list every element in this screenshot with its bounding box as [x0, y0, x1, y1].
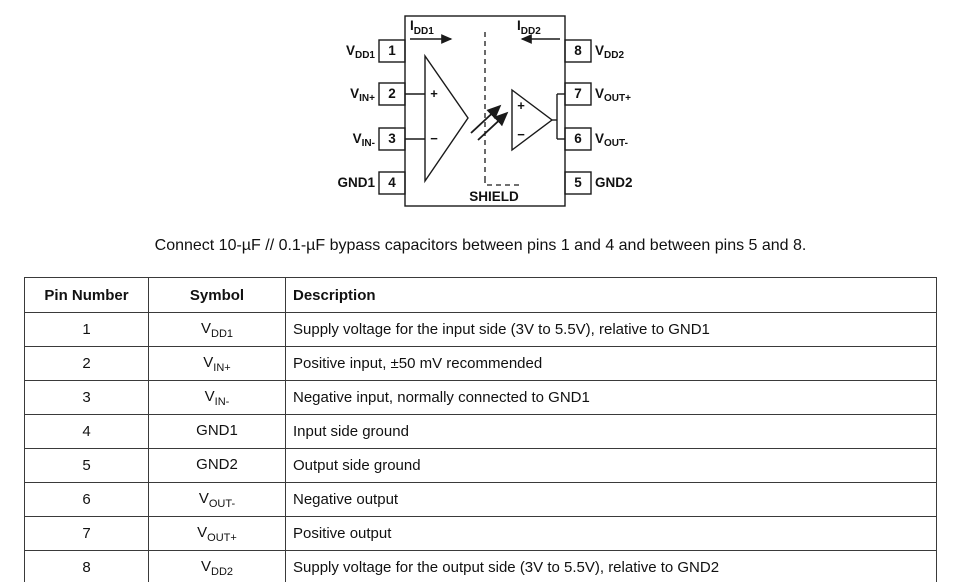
pin-6: 6 VOUT-	[564, 127, 628, 151]
pin-8: 8 VDD2	[564, 39, 624, 63]
table-header-row: Pin Number Symbol Description	[24, 277, 937, 313]
pin-5-number: 5	[574, 175, 582, 190]
pinout-diagram: IDD1 IDD2 1 VDD1 2 VIN+ 3 VIN- 4 GND1	[337, 15, 633, 207]
pin-4-label: GND1	[337, 175, 375, 190]
symbol-cell: GND2	[148, 448, 286, 483]
pin-7: 7 VOUT+	[564, 82, 631, 106]
pin-2: 2 VIN+	[350, 82, 406, 106]
signal-transfer-arrows	[470, 104, 509, 141]
pin-4: 4 GND1	[337, 171, 406, 195]
pin-5: 5 GND2	[564, 171, 633, 195]
output-amplifier: + −	[511, 88, 565, 152]
col-header-symbol: Symbol	[148, 277, 286, 313]
amp2-minus-sign: −	[517, 127, 525, 142]
pin-2-label: VIN+	[350, 86, 375, 104]
description-cell: Input side ground	[285, 414, 937, 449]
table-row-pin-5: 5 GND2 Output side ground	[24, 448, 937, 483]
description-cell: Positive input, ±50 mV recommended	[285, 346, 937, 381]
description-cell: Positive output	[285, 516, 937, 551]
pin-1-number: 1	[388, 43, 396, 58]
table-row-pin-2: 2 VIN+ Positive input, ±50 mV recommende…	[24, 346, 937, 381]
symbol-cell: VDD2	[148, 550, 286, 582]
pin-6-label: VOUT-	[595, 131, 628, 149]
pin-function-table: Pin Number Symbol Description 1 VDD1 Sup…	[24, 277, 937, 582]
symbol-cell: VIN-	[148, 380, 286, 415]
table-row-pin-4: 4 GND1 Input side ground	[24, 414, 937, 449]
description-cell: Supply voltage for the input side (3V to…	[285, 312, 937, 347]
col-header-description: Description	[285, 277, 937, 313]
col-header-pin-number: Pin Number	[24, 277, 149, 313]
input-amplifier: + −	[405, 53, 469, 184]
table-row-pin-7: 7 VOUT+ Positive output	[24, 516, 937, 551]
symbol-cell: VDD1	[148, 312, 286, 347]
description-cell: Output side ground	[285, 448, 937, 483]
pin-number-cell: 8	[24, 550, 149, 582]
symbol-cell: VOUT-	[148, 482, 286, 517]
pin-3-number: 3	[388, 131, 396, 146]
pin-8-label: VDD2	[595, 43, 624, 61]
table-row-pin-8: 8 VDD2 Supply voltage for the output sid…	[24, 550, 937, 582]
pin-4-number: 4	[388, 175, 396, 190]
amp1-minus-sign: −	[430, 131, 438, 146]
pin-number-cell: 1	[24, 312, 149, 347]
idd2-current-arrow: IDD2	[517, 18, 560, 44]
amp1-plus-sign: +	[430, 86, 438, 101]
idd1-label: IDD1	[410, 18, 434, 37]
pin-7-number: 7	[574, 86, 582, 101]
pin-number-cell: 5	[24, 448, 149, 483]
pin-1: 1 VDD1	[346, 39, 406, 63]
amp2-plus-sign: +	[517, 98, 525, 113]
pin-7-label: VOUT+	[595, 86, 631, 104]
symbol-cell: VOUT+	[148, 516, 286, 551]
pin-2-number: 2	[388, 86, 396, 101]
idd1-current-arrow: IDD1	[410, 18, 453, 44]
pin-number-cell: 6	[24, 482, 149, 517]
table-row-pin-3: 3 VIN- Negative input, normally connecte…	[24, 380, 937, 415]
symbol-cell: VIN+	[148, 346, 286, 381]
pin-8-number: 8	[574, 43, 582, 58]
pin-number-cell: 7	[24, 516, 149, 551]
description-cell: Supply voltage for the output side (3V t…	[285, 550, 937, 582]
bypass-capacitor-note: Connect 10-µF // 0.1-µF bypass capacitor…	[154, 237, 807, 254]
pin-3-label: VIN-	[353, 131, 375, 149]
description-cell: Negative output	[285, 482, 937, 517]
pin-number-cell: 3	[24, 380, 149, 415]
pin-1-label: VDD1	[346, 43, 375, 61]
idd2-label: IDD2	[517, 18, 541, 37]
table-row-pin-1: 1 VDD1 Supply voltage for the input side…	[24, 312, 937, 347]
pin-5-label: GND2	[595, 175, 633, 190]
description-cell: Negative input, normally connected to GN…	[285, 380, 937, 415]
pin-number-cell: 4	[24, 414, 149, 449]
pin-6-number: 6	[574, 131, 582, 146]
pin-number-cell: 2	[24, 346, 149, 381]
symbol-cell: GND1	[148, 414, 286, 449]
shield-label: SHIELD	[469, 189, 519, 204]
shield: SHIELD	[469, 178, 521, 204]
pin-3: 3 VIN-	[353, 127, 406, 151]
package-outline	[404, 15, 566, 207]
table-row-pin-6: 6 VOUT- Negative output	[24, 482, 937, 517]
